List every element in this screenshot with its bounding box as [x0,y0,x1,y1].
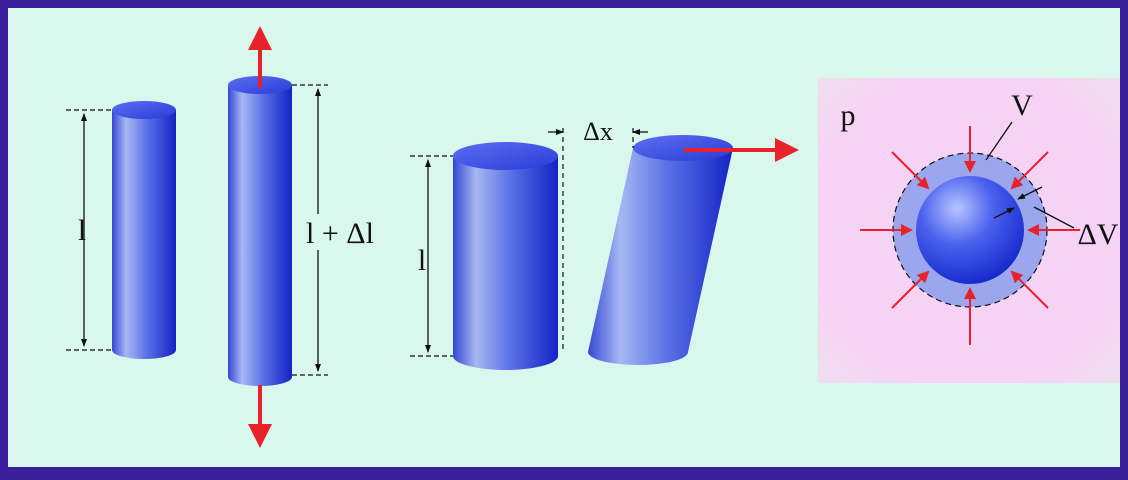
volume-change-label: ΔV [1078,218,1119,251]
length-label-1: l [78,214,86,247]
length-dimension-2 [410,155,453,357]
sheared-cylinder [588,135,733,365]
sphere-body [916,176,1024,284]
compressed-sphere [892,152,1048,308]
shear-displacement-label: Δx [583,117,613,146]
volume-label: V [1011,89,1033,122]
stretched-length-label: l + Δl [306,217,374,250]
length-dimension-1 [66,109,112,351]
undeformed-cylinder [453,142,558,370]
length-label-2: l [418,244,426,277]
volume-leader-lines [985,121,1075,229]
pressure-label: p [841,99,856,132]
unstretched-cylinder [112,101,176,359]
stretched-cylinder [228,76,292,386]
pressure-arrows [860,126,1080,345]
